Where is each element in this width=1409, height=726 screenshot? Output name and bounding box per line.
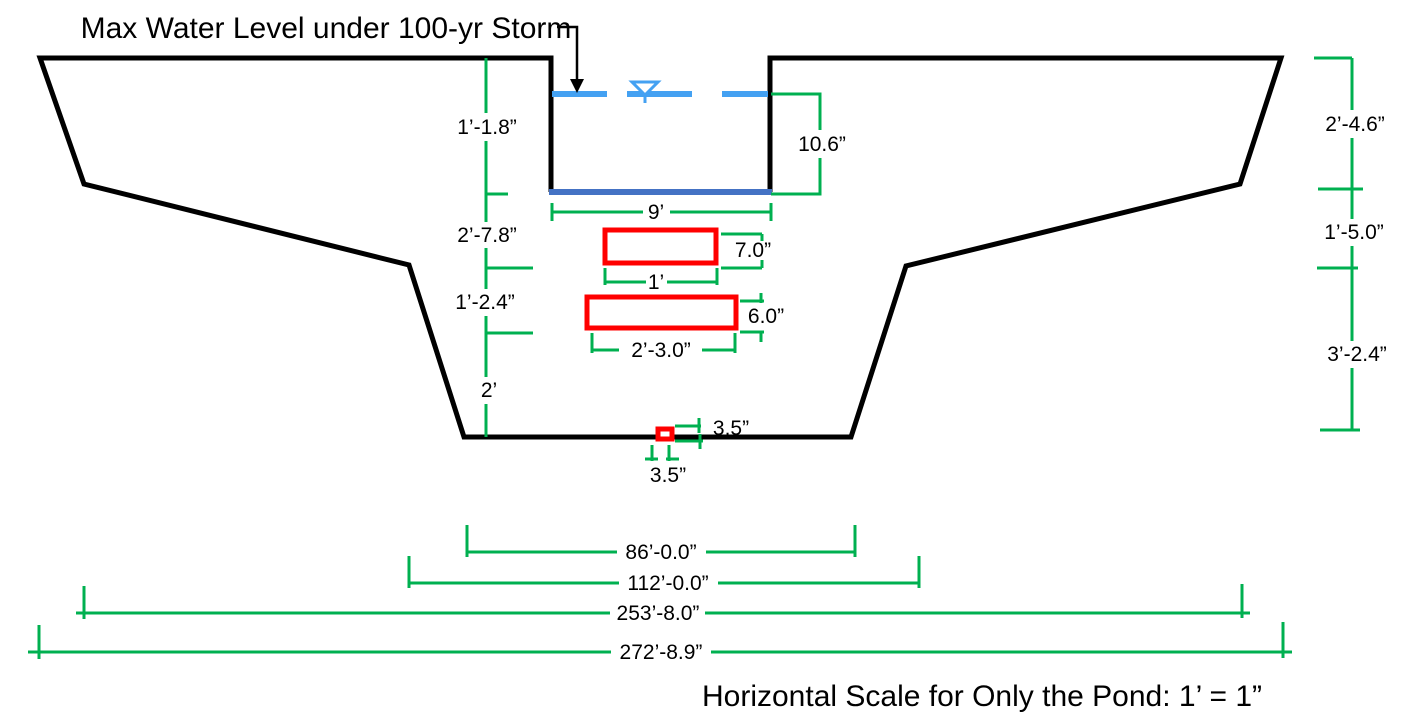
title-callout: Max Water Level under 100-yr Storm bbox=[81, 12, 584, 93]
right-dimension-labels: 2’-4.6” 1’-5.0” 3’-2.4” bbox=[1324, 113, 1387, 366]
water-level-icon bbox=[628, 80, 662, 98]
upper-riser: 7.0” 1’ bbox=[602, 227, 771, 294]
dim-label: 1’-2.4” bbox=[455, 291, 515, 314]
left-dimension-column bbox=[484, 58, 533, 437]
dim-label: 3.5” bbox=[713, 417, 749, 440]
dim-label: 3.5” bbox=[650, 464, 686, 487]
dim-label: 1’-1.8” bbox=[457, 116, 517, 139]
lower-riser-outline bbox=[584, 294, 739, 331]
dim-label: 272’-8.9” bbox=[620, 641, 703, 664]
dim-label: 2’ bbox=[481, 379, 497, 402]
scale-note: Horizontal Scale for Only the Pond: 1’ =… bbox=[702, 680, 1262, 713]
dim-bracket bbox=[771, 158, 822, 196]
lower-riser: 6.0” 2’-3.0” bbox=[584, 293, 784, 362]
bottom-width-labels: 86’-0.0” 112’-0.0” 253’-8.0” 272’-8.9” bbox=[617, 541, 709, 664]
notch-depth-dimension: 10.6” bbox=[771, 92, 846, 196]
dim-label: 2’-4.6” bbox=[1325, 113, 1385, 136]
dim-label: 86’-0.0” bbox=[625, 541, 696, 564]
dim-label: 1’-5.0” bbox=[1324, 221, 1384, 244]
dim-label: 2’-7.8” bbox=[457, 224, 517, 247]
bottom-width-dimensions bbox=[28, 525, 1292, 659]
orifice: 3.5” 3.5” bbox=[645, 417, 749, 487]
dim-label: 10.6” bbox=[798, 133, 846, 156]
right-dimension-column bbox=[1314, 56, 1363, 432]
dim-bracket bbox=[771, 92, 822, 130]
left-dimension-labels: 1’-1.8” 2’-7.8” 1’-2.4” 2’ bbox=[455, 116, 517, 402]
dim-label: 1’ bbox=[648, 271, 664, 294]
dim-label: 112’-0.0” bbox=[627, 572, 708, 595]
dim-label: 2’-3.0” bbox=[631, 339, 691, 362]
orifice-outline bbox=[655, 426, 675, 442]
leader-line bbox=[557, 25, 579, 80]
dim-label: 9’ bbox=[648, 201, 664, 224]
dim-label: 6.0” bbox=[748, 305, 784, 328]
water-marks bbox=[549, 80, 772, 195]
dim-label: 7.0” bbox=[735, 239, 771, 262]
dim-label: 253’-8.0” bbox=[617, 602, 700, 625]
dim-label: 3’-2.4” bbox=[1327, 343, 1387, 366]
upper-riser-outline bbox=[602, 227, 719, 266]
title-label: Max Water Level under 100-yr Storm bbox=[81, 12, 572, 45]
leader-arrowhead-icon bbox=[570, 79, 584, 93]
notch-width-dimension: 9’ bbox=[550, 201, 773, 224]
